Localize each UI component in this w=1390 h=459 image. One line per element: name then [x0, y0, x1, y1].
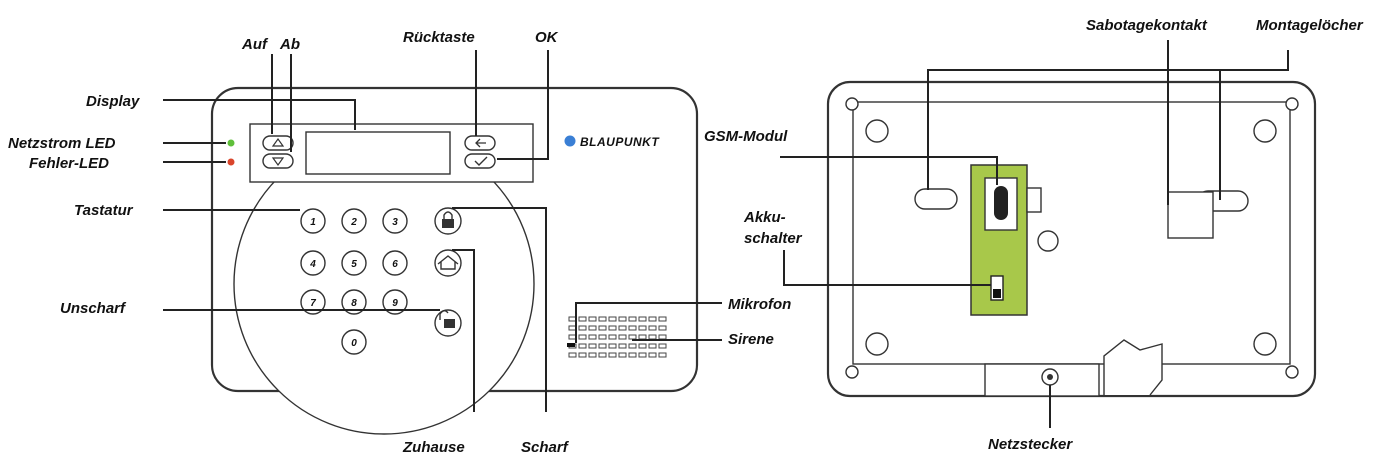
zuhause-leader [452, 249, 475, 412]
svg-text:1: 1 [310, 217, 316, 228]
akku-leader [783, 250, 991, 286]
home-icon [437, 255, 459, 270]
screw-top-right [1285, 97, 1299, 111]
cable-channel [1103, 339, 1163, 396]
front-leader-lines [163, 50, 722, 412]
label-netzstrom-led: Netzstrom LED [8, 135, 116, 152]
ok-button[interactable] [464, 153, 496, 169]
svg-text:9: 9 [392, 298, 398, 309]
label-ok: OK [535, 29, 559, 46]
key-0[interactable]: 0 [341, 329, 367, 355]
brand-dot [564, 135, 576, 147]
brand-logo: BLAUPUNKT [580, 135, 660, 149]
disarm-button[interactable] [434, 309, 462, 337]
back-inner-frame [852, 101, 1291, 365]
label-scharf: Scharf [521, 439, 570, 456]
battery-switch-knob [993, 289, 1001, 298]
lock-closed-icon [443, 211, 453, 220]
gsm-leader [780, 156, 998, 185]
lcd-display [305, 131, 451, 175]
svg-text:0: 0 [351, 338, 357, 349]
sim-card [994, 186, 1008, 220]
lock-open-icon [439, 310, 449, 320]
lock-body-icon [442, 219, 454, 228]
power-led [227, 139, 235, 147]
home-button[interactable] [434, 249, 462, 277]
label-display: Display [86, 93, 140, 110]
screw-bottom-right [1285, 365, 1299, 379]
label-sabotagekontakt: Sabotagekontakt [1086, 17, 1208, 34]
label-sirene: Sirene [728, 331, 774, 348]
key-6[interactable]: 6 [382, 250, 408, 276]
key-8[interactable]: 8 [341, 289, 367, 315]
down-arrow-icon [271, 157, 285, 167]
back-leader-lines [780, 40, 1289, 428]
key-9[interactable]: 9 [382, 289, 408, 315]
svg-text:5: 5 [351, 259, 357, 270]
screw-top-left [845, 97, 859, 111]
down-button[interactable] [262, 153, 294, 169]
scharf-leader [452, 207, 547, 412]
mount-hole-4 [1253, 332, 1277, 356]
label-mikrofon: Mikrofon [728, 296, 791, 313]
up-arrow-icon [271, 137, 285, 147]
lock-open-body-icon [444, 319, 455, 328]
board-connector [1037, 230, 1059, 252]
label-tastatur: Tastatur [74, 202, 134, 219]
mount-hole-2 [1253, 119, 1277, 143]
label-netzstecker: Netzstecker [988, 436, 1073, 453]
svg-text:7: 7 [310, 298, 316, 309]
montageloecher-leader-left [927, 50, 1289, 190]
key-2[interactable]: 2 [341, 208, 367, 234]
svg-text:2: 2 [350, 217, 357, 228]
check-icon [474, 156, 488, 166]
back-panel [826, 80, 1317, 398]
mount-hole-1 [865, 119, 889, 143]
tamper-contact [1167, 191, 1214, 239]
keyhole-slot-left [914, 188, 958, 210]
label-ab: Ab [279, 36, 300, 53]
back-arrow-icon [475, 138, 486, 148]
arm-button[interactable] [434, 207, 462, 235]
key-5[interactable]: 5 [341, 250, 367, 276]
speaker-grille [568, 316, 667, 358]
svg-text:6: 6 [392, 259, 398, 270]
microphone-hole [567, 343, 575, 347]
label-akku-line2: schalter [744, 230, 803, 247]
up-button[interactable] [262, 135, 294, 151]
ok-leader [497, 50, 549, 160]
mikrofon-leader [575, 302, 722, 343]
label-ruecktaste: Rücktaste [403, 29, 475, 46]
label-zuhause: Zuhause [402, 439, 465, 456]
gsm-tab [1026, 187, 1042, 213]
svg-text:4: 4 [309, 259, 316, 270]
error-led [227, 158, 235, 166]
label-montageloecher: Montagelöcher [1256, 17, 1364, 34]
label-unscharf: Unscharf [60, 300, 127, 317]
key-1[interactable]: 1 [300, 208, 326, 234]
display-leader [163, 99, 356, 130]
key-7[interactable]: 7 [300, 289, 326, 315]
label-fehler-led: Fehler-LED [29, 155, 109, 172]
key-4[interactable]: 4 [300, 250, 326, 276]
number-keys: 1 2 3 4 5 6 7 8 9 0 [300, 208, 408, 355]
screw-bottom-left [845, 365, 859, 379]
front-panel: BLAUPUNKT 1 2 3 4 5 6 7 8 9 0 [210, 86, 699, 435]
key-3[interactable]: 3 [382, 208, 408, 234]
svg-text:8: 8 [351, 298, 357, 309]
svg-text:3: 3 [392, 217, 398, 228]
power-socket-pin [1047, 374, 1053, 380]
label-gsm-modul: GSM-Modul [704, 128, 788, 145]
callout-labels: Auf Ab Rücktaste OK Display Netzstrom LE… [8, 17, 1364, 456]
back-button[interactable] [464, 135, 496, 151]
label-auf: Auf [241, 36, 269, 53]
label-akku-line1: Akku- [743, 209, 786, 226]
mount-hole-3 [865, 332, 889, 356]
